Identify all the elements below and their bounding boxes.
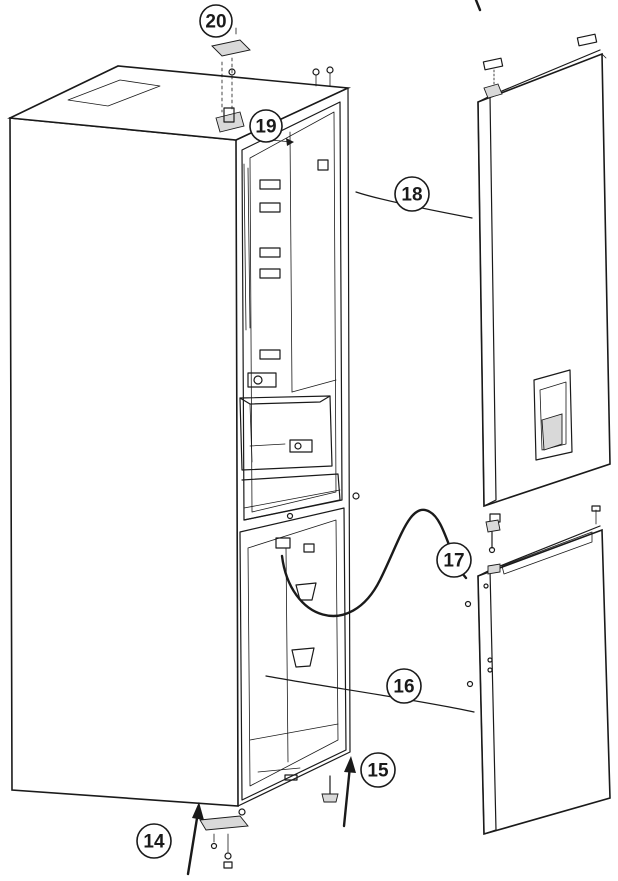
cabinet-side-panel — [9, 117, 239, 807]
callout-19-circle — [249, 109, 283, 143]
adjustable-foot — [321, 775, 339, 803]
crisper-drawer — [239, 395, 333, 471]
hinge-bracket-middle — [275, 537, 291, 549]
callout-20-circle — [199, 4, 233, 38]
bottom-hinge — [199, 808, 249, 869]
callout-17: 17 — [436, 542, 472, 578]
shelf-supports — [259, 159, 329, 360]
control-unit — [247, 372, 277, 388]
callout-14: 14 — [136, 823, 172, 859]
callout-17-label: 17 — [443, 551, 464, 572]
arrow-14 — [186, 802, 204, 876]
water-dispenser — [533, 369, 573, 461]
top-plate — [67, 79, 161, 107]
lower-door — [464, 505, 611, 836]
freezer-latch-upper — [295, 582, 317, 601]
callout-15: 15 — [360, 752, 396, 788]
callout-18: 18 — [394, 176, 430, 212]
callout-18-label: 18 — [401, 185, 422, 206]
callout-17-circle — [436, 542, 472, 578]
callout-20: 20 — [199, 4, 233, 38]
fridge-compartment-opening — [241, 101, 343, 521]
callout-16: 16 — [386, 668, 422, 704]
callout-16-circle — [386, 668, 422, 704]
callout-18-circle — [394, 176, 430, 212]
callout-14-label: 14 — [143, 832, 165, 853]
freezer-latch-lower — [291, 647, 315, 668]
callout-15-label: 15 — [367, 761, 389, 782]
lower-door-front — [477, 528, 611, 836]
freezer-compartment-opening — [239, 507, 347, 801]
callout-16-label: 16 — [393, 677, 414, 698]
callout-15-circle — [360, 752, 396, 788]
hinge-cover — [211, 39, 251, 57]
refrigerator-cabinet — [7, 65, 360, 807]
cable-17 — [280, 508, 468, 618]
callout-19-label: 19 — [255, 117, 276, 138]
arrow-15 — [342, 756, 356, 828]
callout-20-label: 20 — [205, 12, 226, 33]
callout-19: 19 — [249, 109, 283, 143]
upper-door — [477, 33, 611, 554]
arrow-top — [474, 0, 482, 12]
callout-14-circle — [136, 823, 172, 859]
leader-16 — [265, 675, 475, 713]
